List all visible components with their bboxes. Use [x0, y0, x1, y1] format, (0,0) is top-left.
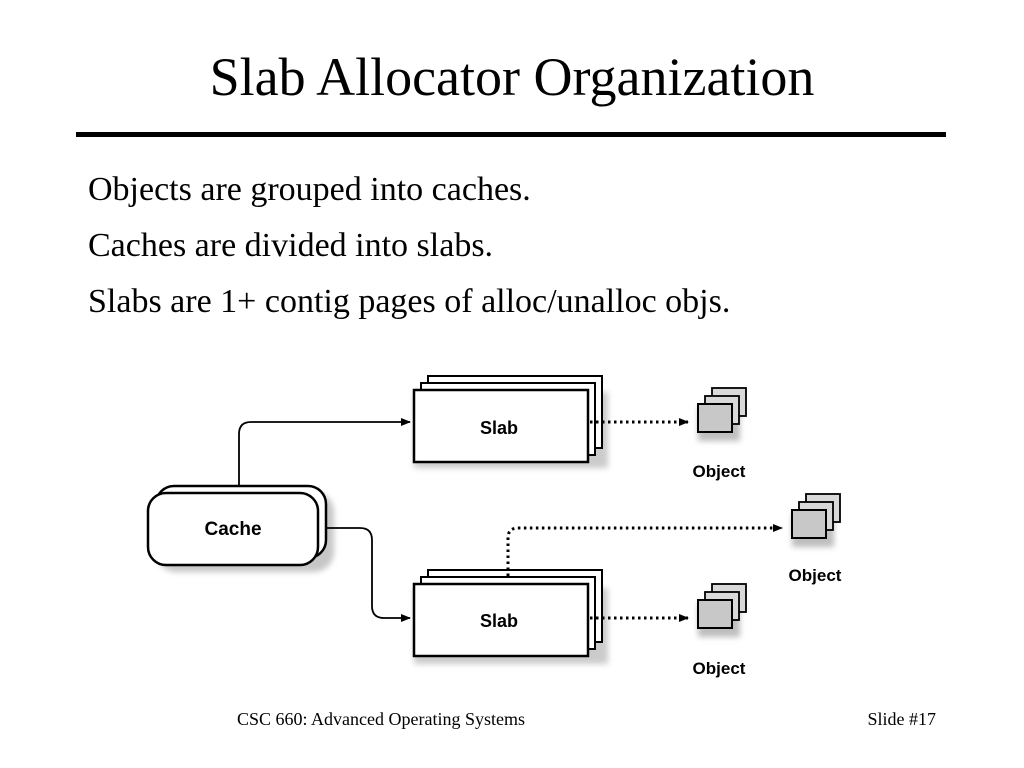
top-object-stack: Object: [693, 387, 747, 481]
footer-course: CSC 660: Advanced Operating Systems: [237, 709, 525, 729]
footer-slide-number: Slide #17: [867, 709, 936, 729]
cache-node: Cache: [146, 484, 334, 572]
middle-object-stack: Object: [789, 493, 842, 585]
bottom-object-label: Object: [693, 659, 746, 678]
cache-to-bottom-slab-arrow: [326, 527, 411, 622]
cache-label: Cache: [204, 519, 261, 540]
bullet-item: Objects are grouped into caches.: [88, 171, 531, 208]
bottom-slab-label: Slab: [480, 611, 518, 631]
bottom-slab-to-middle-object-arrow: [506, 524, 783, 576]
top-slab-label: Slab: [480, 418, 518, 438]
middle-object-label: Object: [789, 566, 842, 585]
bullet-item: Caches are divided into slabs.: [88, 227, 494, 264]
slide-title: Slab Allocator Organization: [209, 47, 815, 107]
bullet-list: Objects are grouped into caches. Caches …: [88, 162, 730, 330]
top-slab-node: Slab: [412, 375, 608, 468]
bottom-object-stack: Object: [693, 583, 747, 678]
title-divider: [76, 132, 946, 137]
bullet-item: Slabs are 1+ contig pages of alloc/unall…: [88, 283, 731, 320]
top-object-label: Object: [693, 462, 746, 481]
bottom-slab-node: Slab: [412, 569, 608, 664]
cache-to-top-slab-arrow: [238, 418, 411, 486]
